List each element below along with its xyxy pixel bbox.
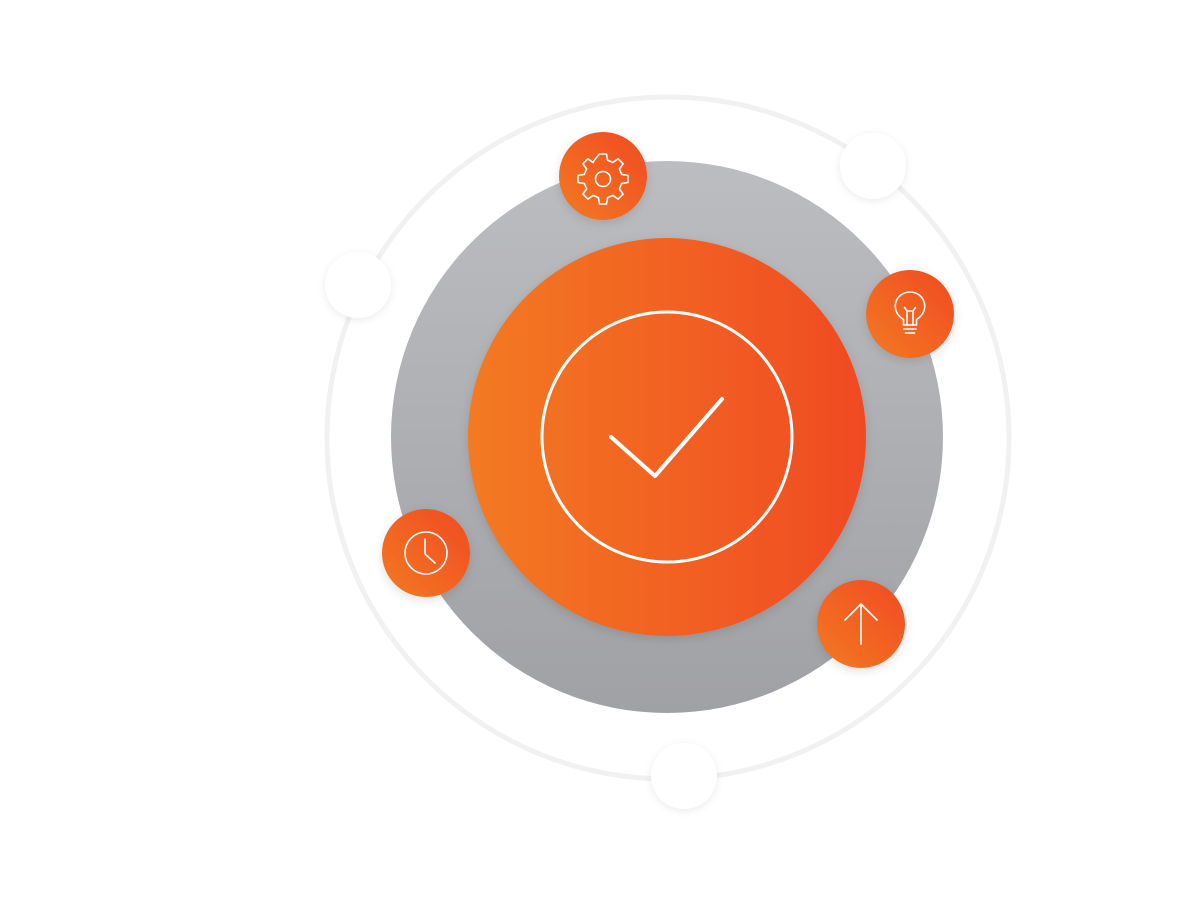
orbit-node-bottom	[651, 743, 717, 809]
arrow-up-icon	[844, 603, 878, 645]
checkmark-circle-icon	[540, 310, 794, 564]
gear-satellite	[559, 132, 647, 220]
clock-satellite	[382, 509, 470, 597]
orange-center-disc	[468, 238, 866, 636]
orbit-node-left	[325, 252, 391, 318]
lightbulb-icon	[894, 291, 926, 334]
orbit-node-top-right	[840, 133, 906, 199]
arrow-up-satellite	[817, 580, 905, 668]
gear-icon	[577, 153, 629, 205]
clock-icon	[404, 531, 448, 575]
lightbulb-satellite	[866, 270, 954, 358]
